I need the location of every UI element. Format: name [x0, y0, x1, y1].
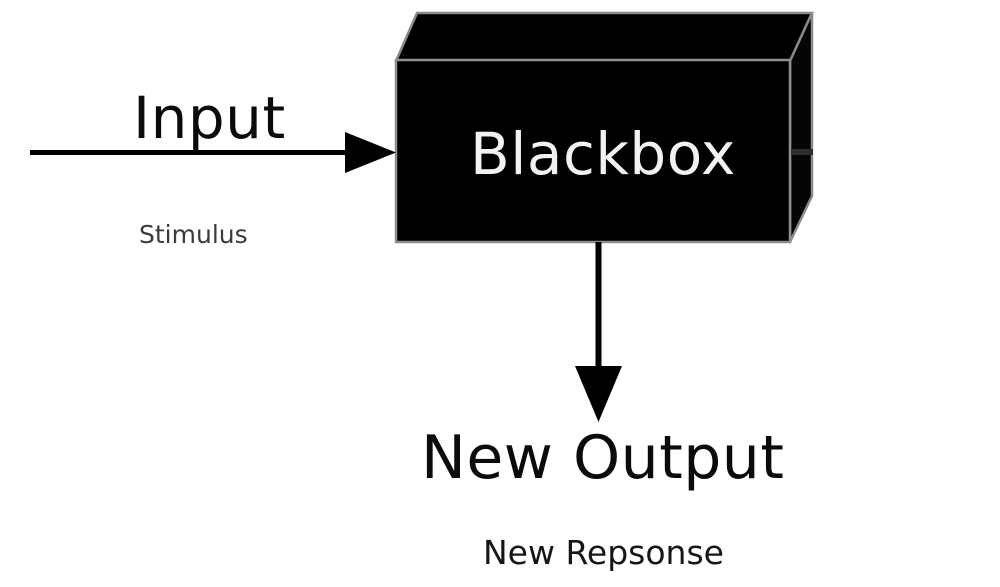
blackbox-shape[interactable] — [394, 11, 814, 244]
input-arrow[interactable] — [30, 132, 396, 173]
blackbox-label: Blackbox — [470, 120, 736, 188]
input-label: Input — [133, 84, 286, 152]
blackbox-top-face — [394, 11, 814, 63]
right-face-port-tick — [791, 149, 813, 155]
output-arrow-head — [575, 366, 622, 422]
output-sub-label: New Repsonse — [483, 533, 724, 572]
input-sub-label: Stimulus — [139, 220, 248, 249]
input-arrow-head — [345, 132, 396, 173]
blackbox-front-face — [394, 58, 792, 244]
output-label: New Output — [421, 423, 785, 493]
output-arrow[interactable] — [575, 242, 622, 422]
